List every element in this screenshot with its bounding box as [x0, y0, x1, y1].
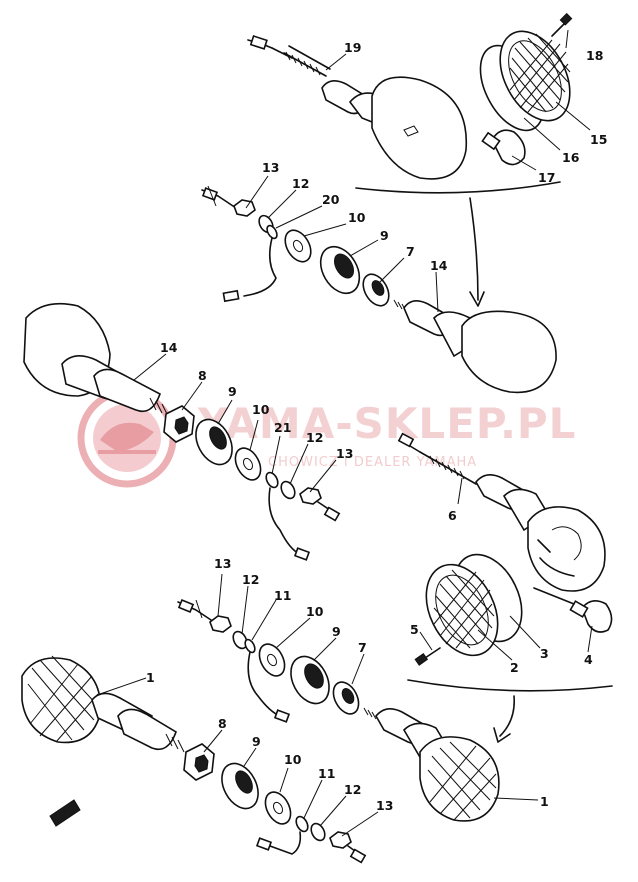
callout-10-row4: 10	[306, 604, 324, 619]
callout-15: 15	[590, 132, 607, 147]
callout-4: 4	[584, 652, 593, 667]
callout-3: 3	[540, 646, 549, 661]
callout-6: 6	[448, 508, 457, 523]
callout-12-lower: 12	[344, 782, 361, 797]
callout-1-right: 1	[540, 794, 549, 809]
callout-9-lower: 9	[252, 734, 261, 749]
row2-hardware	[201, 185, 557, 394]
leader-lines	[99, 29, 593, 837]
callout-14-right: 14	[430, 258, 448, 273]
callout-2: 2	[510, 660, 519, 675]
right-mid-signal-housing	[397, 432, 613, 743]
callout-1-left: 1	[146, 670, 155, 685]
front-direction-arrow-icon	[49, 799, 81, 827]
callout-9-row2: 9	[380, 228, 389, 243]
callout-8-left: 8	[198, 368, 207, 383]
callout-11-row4: 11	[274, 588, 291, 603]
watermark-subtitle: CHOWICZ I DEALER YAMAHA	[268, 455, 477, 470]
callout-10-lower: 10	[284, 752, 302, 767]
lower-left-signal-housing	[21, 655, 367, 864]
callout-13-left: 13	[336, 446, 353, 461]
callout-12-row4: 12	[242, 572, 259, 587]
callout-7-row4: 7	[358, 640, 367, 655]
callout-18: 18	[586, 48, 603, 63]
callout-10-left: 10	[252, 402, 270, 417]
callout-9-row4: 9	[332, 624, 341, 639]
callout-12-row2: 12	[292, 176, 309, 191]
callout-14-left: 14	[160, 340, 178, 355]
callout-17: 17	[538, 170, 555, 185]
callout-10-row2: 10	[348, 210, 366, 225]
callout-5: 5	[410, 622, 419, 637]
callout-8-lower: 8	[218, 716, 227, 731]
callout-13-row2: 13	[262, 160, 279, 175]
callout-12-left: 12	[306, 430, 323, 445]
callout-labels: 19 18 15 16 17 13 12 20 10 9 7 14 14 8 9…	[146, 40, 607, 813]
callout-19: 19	[344, 40, 361, 55]
watermark: YAMA-SKLEP.PL CHOWICZ I DEALER YAMAHA	[77, 388, 576, 488]
callout-21: 21	[274, 420, 291, 435]
callout-13-lower: 13	[376, 798, 393, 813]
callout-13-row4: 13	[214, 556, 231, 571]
callout-20: 20	[322, 192, 340, 207]
watermark-title: YAMA-SKLEP.PL	[197, 399, 576, 448]
callout-11-lower: 11	[318, 766, 335, 781]
callout-16: 16	[562, 150, 580, 165]
left-signal-housing	[23, 302, 341, 561]
top-signal-housing	[247, 12, 573, 307]
row4-hardware	[177, 599, 500, 822]
callout-7-row2: 7	[406, 244, 415, 259]
callout-9-left: 9	[228, 384, 237, 399]
